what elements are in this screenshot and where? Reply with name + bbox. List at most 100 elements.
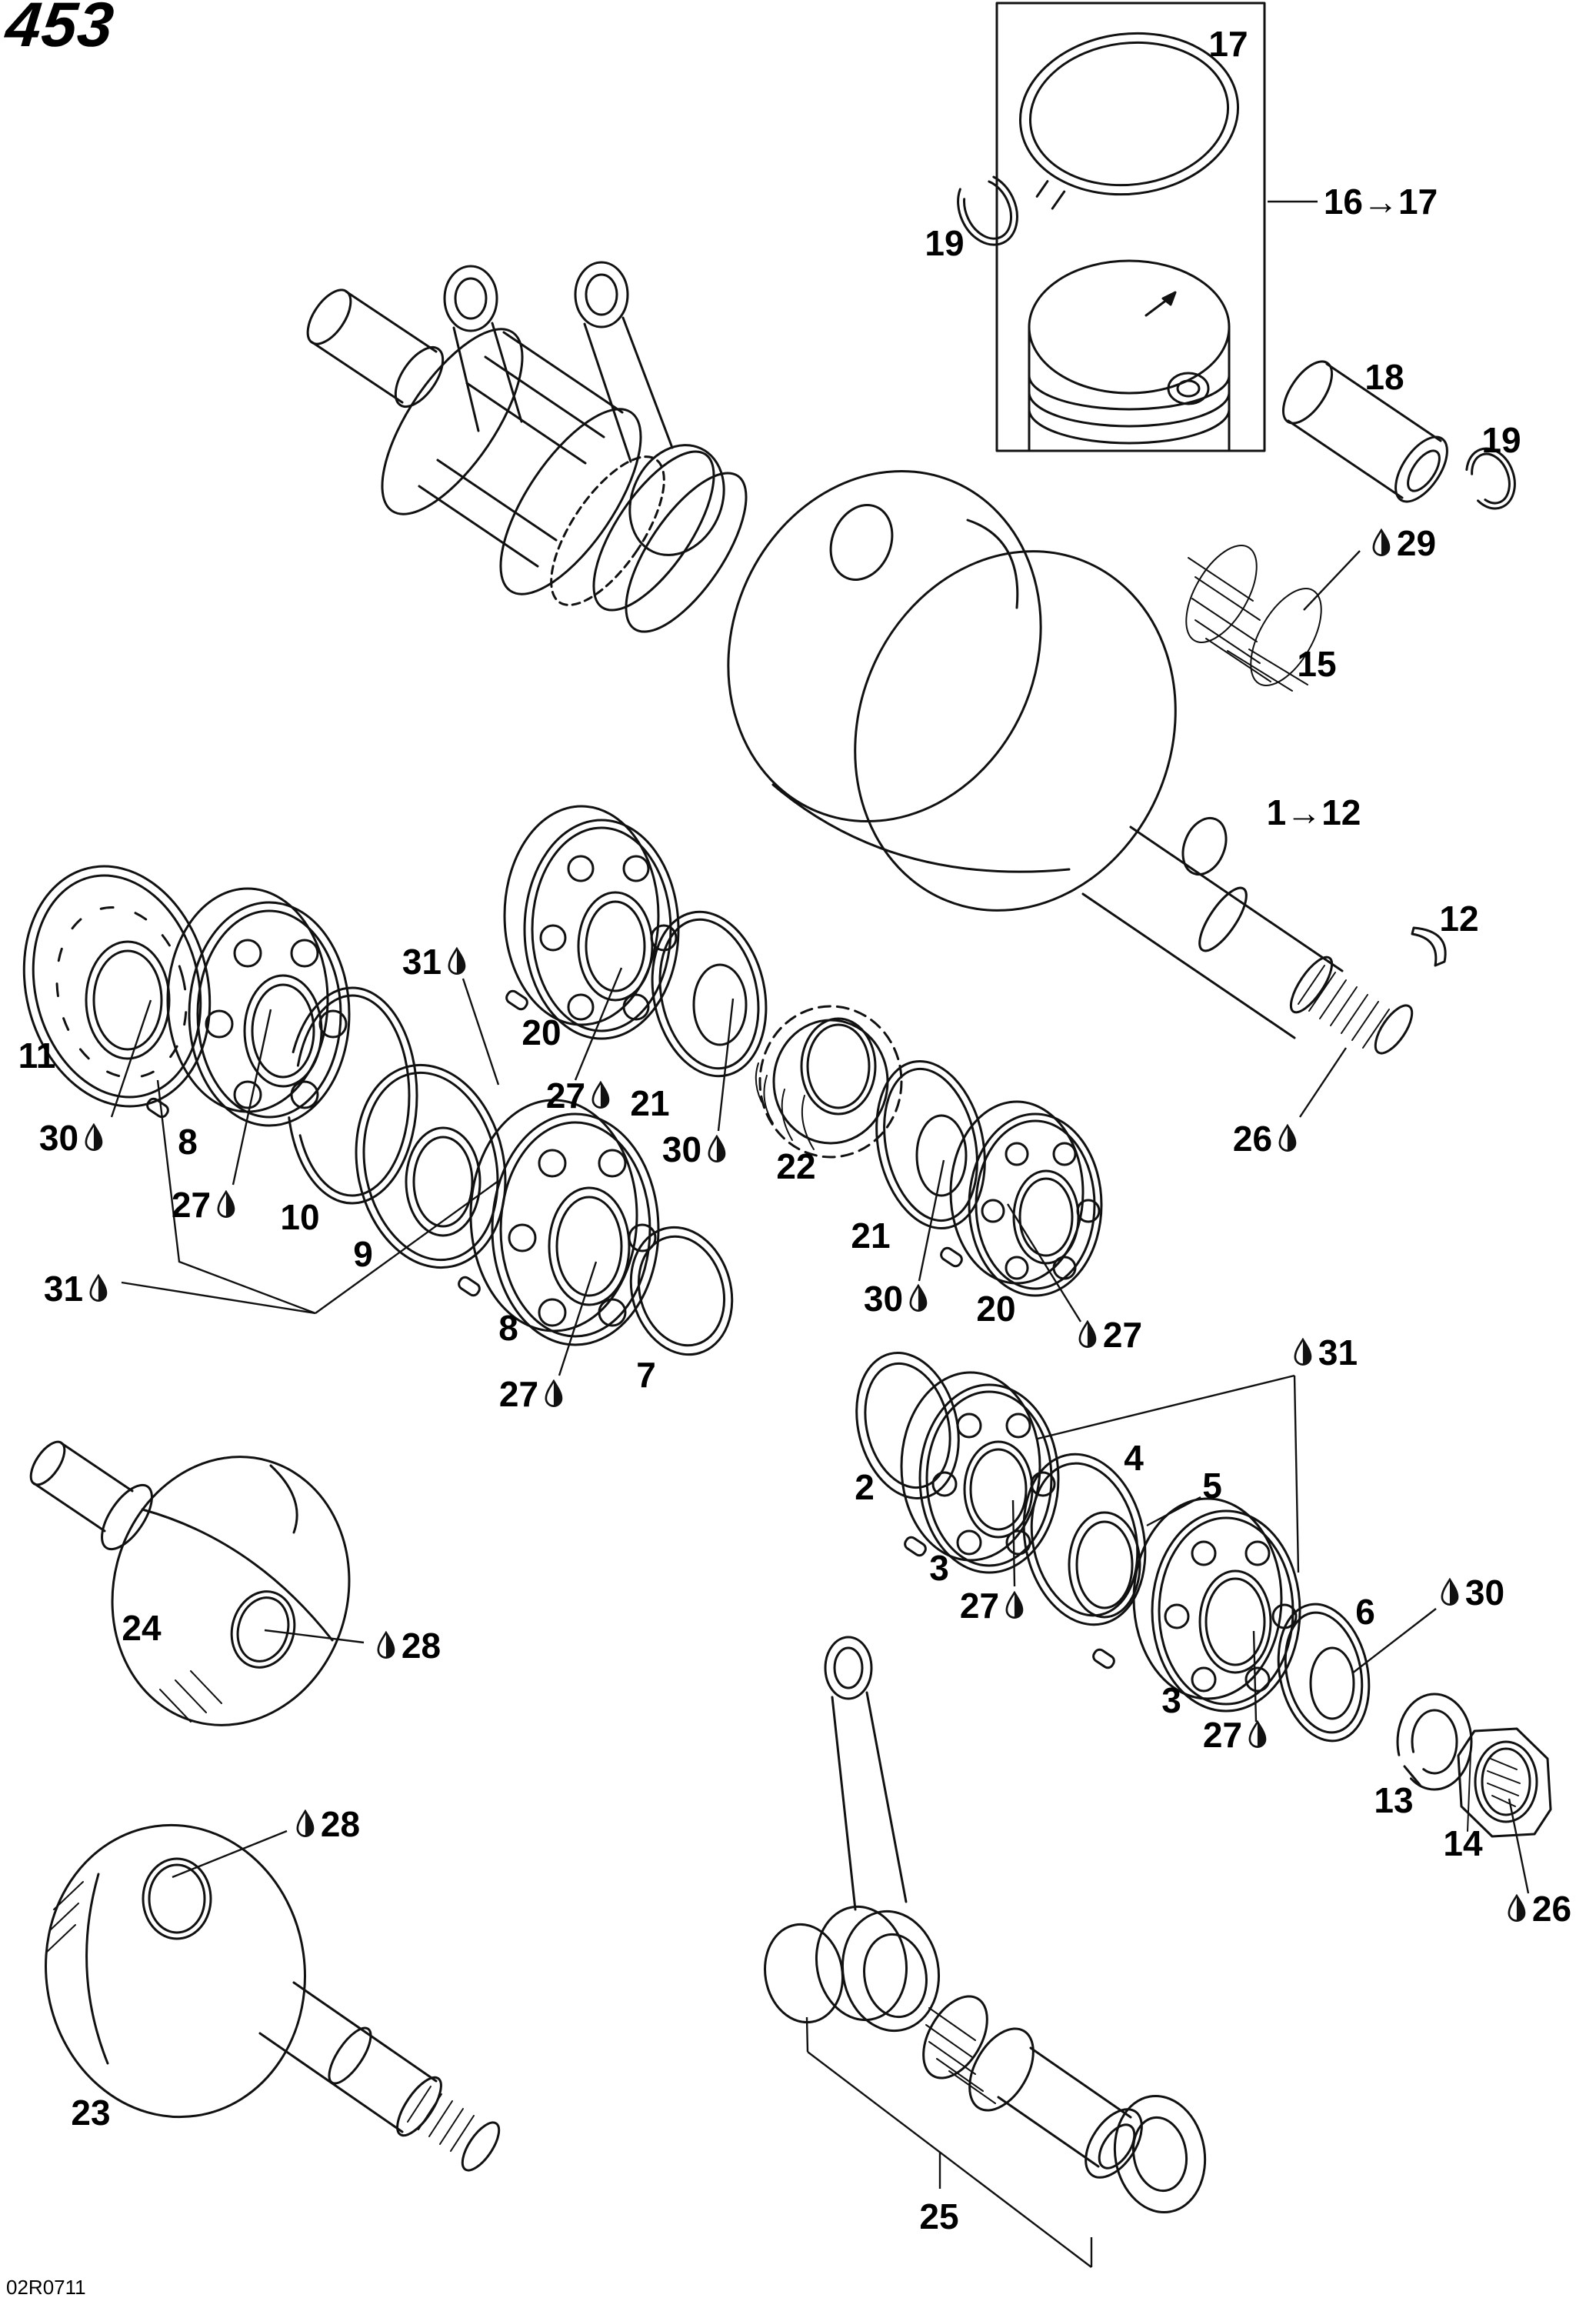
callout-16-17: 16→17 [1324,184,1438,219]
leader-line [172,1829,288,1879]
callout-31c: 31 [1291,1335,1358,1370]
leader-line [232,1009,272,1186]
oil-drop-icon [909,1284,928,1312]
oil-drop-icon [545,1379,563,1407]
callout-number: 28 [401,1626,441,1666]
callout-number: 23 [71,2093,111,2133]
callout-number: 31 [43,1269,84,1309]
leader-line [807,2051,1092,2268]
leader-line [156,1079,316,1315]
callout-number: 26 [1531,1889,1572,1929]
callout-number: 21 [851,1216,891,1256]
leader-line [1011,1499,1016,1587]
callout-28a: 28 [375,1628,441,1663]
bearing-3-first-drawing [900,1371,1060,1574]
crank-half-23-drawing [45,1823,501,2172]
callout-22: 22 [776,1149,815,1184]
callout-12: 12 [1439,901,1478,936]
piston-ring-drawing [1018,32,1240,210]
callout-number: 1→12 [1266,792,1361,832]
callout-27a: 27 [172,1187,238,1222]
leader-line [1303,550,1361,611]
leader-line [717,998,735,1132]
callout-number: 15 [1297,644,1337,684]
callout-1-12: 1→12 [1267,795,1361,830]
oil-drop-icon [89,1274,108,1302]
callout-14: 14 [1443,1826,1482,1861]
callout-8b: 8 [498,1310,518,1346]
oil-drop-icon [1294,1338,1312,1366]
callout-number: 27 [959,1586,1000,1626]
oil-drop-icon [448,947,466,975]
callout-25: 25 [919,2199,958,2234]
callout-number: 7 [636,1355,656,1395]
callout-30d: 30 [1438,1575,1504,1610]
circlip-drawing [957,172,1018,246]
callout-number: 5 [1202,1466,1222,1506]
bearing-3-second-drawing [1132,1497,1301,1713]
oil-drop-icon [1441,1578,1459,1606]
woodruff-key-drawing [1411,926,1447,967]
leader-line [1252,1630,1258,1723]
callout-number: 27 [545,1076,586,1116]
callout-30c: 30 [864,1281,930,1316]
callout-29: 29 [1370,525,1436,561]
oil-drop-icon [1278,1124,1297,1152]
leader-line [918,1159,945,1282]
callout-number: 18 [1364,357,1404,397]
callout-number: 30 [38,1118,79,1158]
callout-5: 5 [1202,1468,1222,1503]
leader-line [315,1180,499,1314]
leader-lines [110,200,1530,2268]
callout-10: 10 [280,1199,319,1235]
callout-18: 18 [1364,359,1404,395]
crank-half-24-drawing [29,1440,351,1726]
callout-number: 27 [498,1374,539,1414]
callout-number: 16→17 [1323,182,1438,222]
callout-number: 9 [353,1234,373,1274]
oil-drop-icon [217,1190,235,1218]
callout-number: 6 [1355,1592,1375,1632]
callout-number: 21 [630,1083,670,1123]
callout-number: 11 [18,1036,56,1076]
leader-line [121,1281,316,1315]
leader-line [574,967,623,1081]
callout-27e: 27 [960,1588,1026,1623]
nut-14-drawing [1457,1727,1552,1838]
callout-28b: 28 [294,1806,360,1842]
callout-number: 26 [1232,1119,1273,1159]
callout-20b: 20 [976,1291,1015,1326]
oil-drop-icon [1248,1720,1267,1748]
callout-19b: 19 [1481,422,1521,458]
callout-19a: 19 [925,225,964,261]
oil-drop-icon [377,1631,395,1659]
callout-number: 31 [1318,1332,1358,1372]
callout-number: 20 [521,1012,561,1052]
leader-line [1299,1047,1347,1118]
bearing-20-second-drawing [949,1100,1103,1297]
callout-number: 31 [401,942,442,982]
callout-number: 27 [171,1185,212,1225]
bearing-8-first-drawing [166,887,351,1127]
oil-drop-icon [296,1809,315,1837]
doc-code: 02R0711 [6,2276,86,2299]
piston-orientation-arrow-icon [1145,291,1177,317]
oil-drop-icon [85,1123,103,1151]
callout-4: 4 [1124,1440,1144,1476]
oil-drop-icon [591,1081,610,1109]
oil-drop-icon [708,1135,726,1162]
leader-line [1508,1798,1530,1894]
callout-number: 30 [863,1279,904,1319]
callout-number: 28 [320,1804,361,1844]
callout-number: 8 [498,1308,518,1348]
callout-17: 17 [1208,26,1248,62]
callout-number: 19 [925,223,965,263]
callout-24: 24 [122,1610,161,1646]
callout-number: 30 [661,1129,702,1169]
leader-line [264,1629,365,1644]
callout-26a: 26 [1233,1121,1299,1156]
seal-4-5-drawing [1022,1453,1147,1626]
callout-number: 30 [1464,1573,1505,1613]
